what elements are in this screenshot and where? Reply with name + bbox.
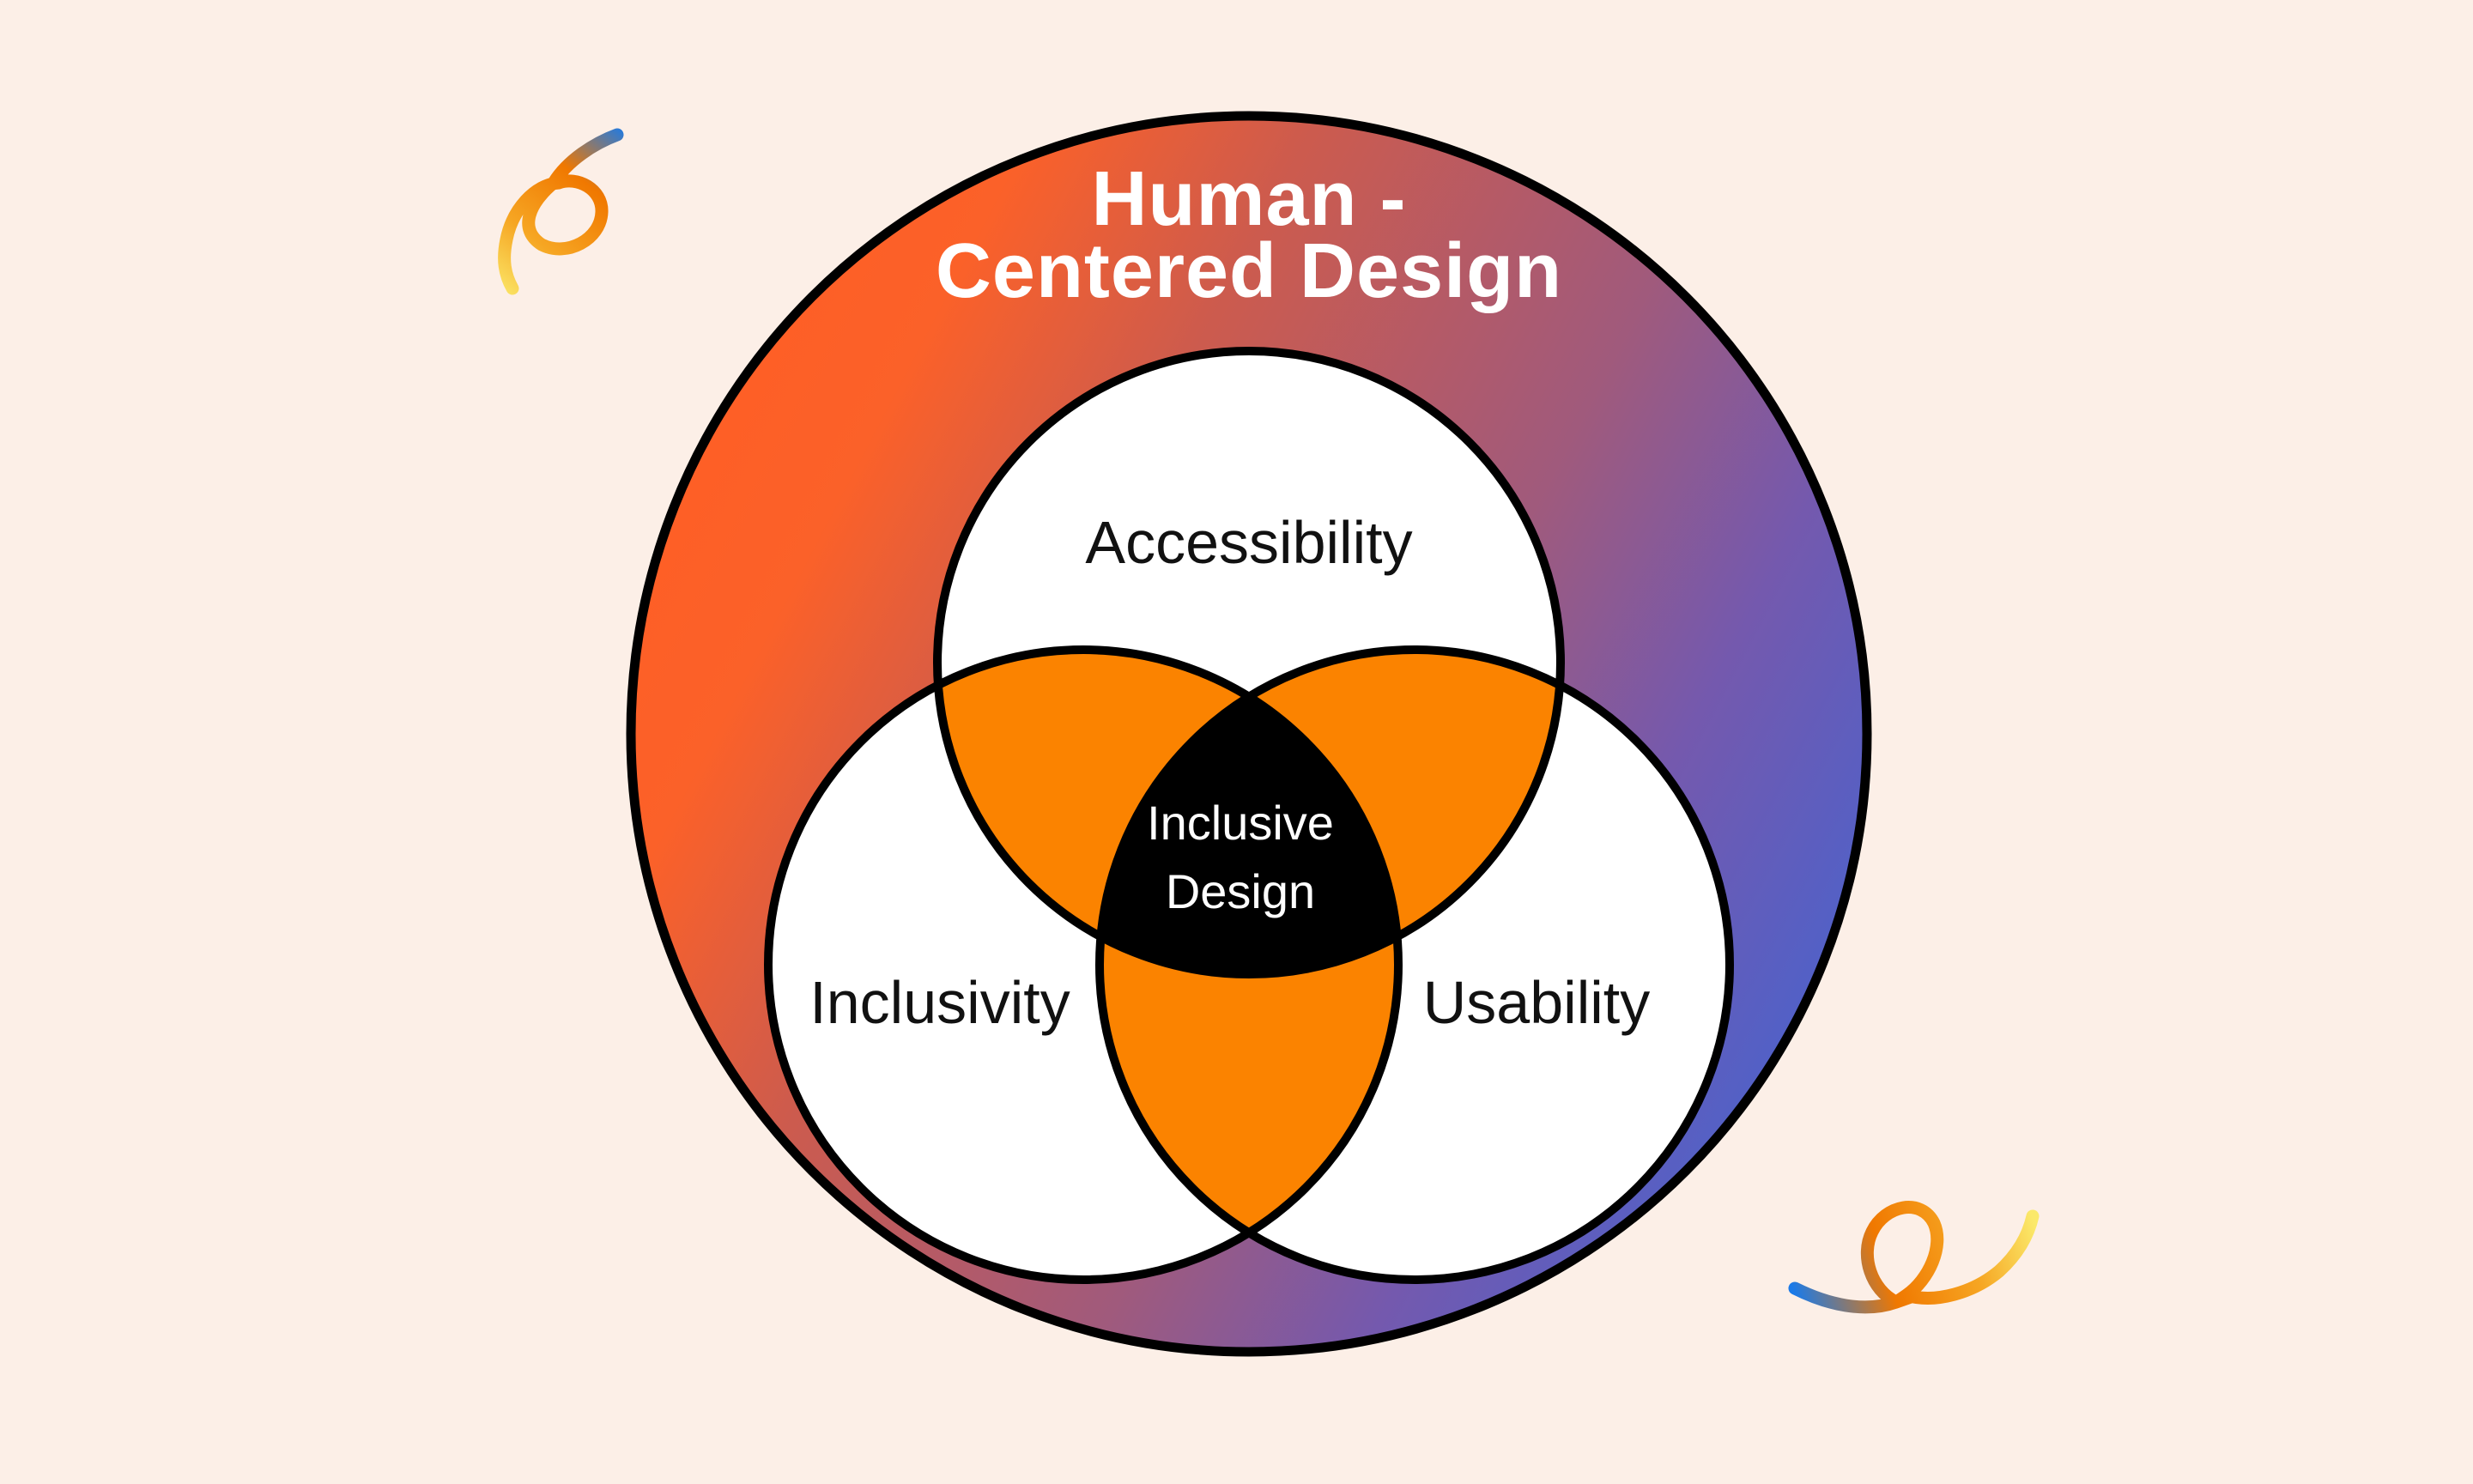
squiggle-bottom-right-decoration bbox=[1788, 1201, 2040, 1314]
set-label-inclusivity: Inclusivity bbox=[809, 969, 1070, 1036]
squiggle-top-left-decoration bbox=[498, 128, 624, 295]
diagram-title-line-2: Centered Design bbox=[936, 228, 1562, 314]
set-label-usability: Usability bbox=[1423, 969, 1651, 1036]
set-circle-accessibility-outline bbox=[933, 347, 1565, 978]
set-circle-usability-outline bbox=[1095, 645, 1734, 1284]
center-label-line-1: Inclusive bbox=[1147, 796, 1334, 850]
set-circle-inclusivity-outline bbox=[764, 645, 1403, 1284]
diagram-title-line-1: Human - bbox=[1092, 156, 1407, 242]
center-label-line-2: Design bbox=[1166, 864, 1315, 918]
triple-overlap-inclusive-design bbox=[1100, 650, 1398, 974]
set-label-accessibility: Accessibility bbox=[1085, 509, 1412, 576]
